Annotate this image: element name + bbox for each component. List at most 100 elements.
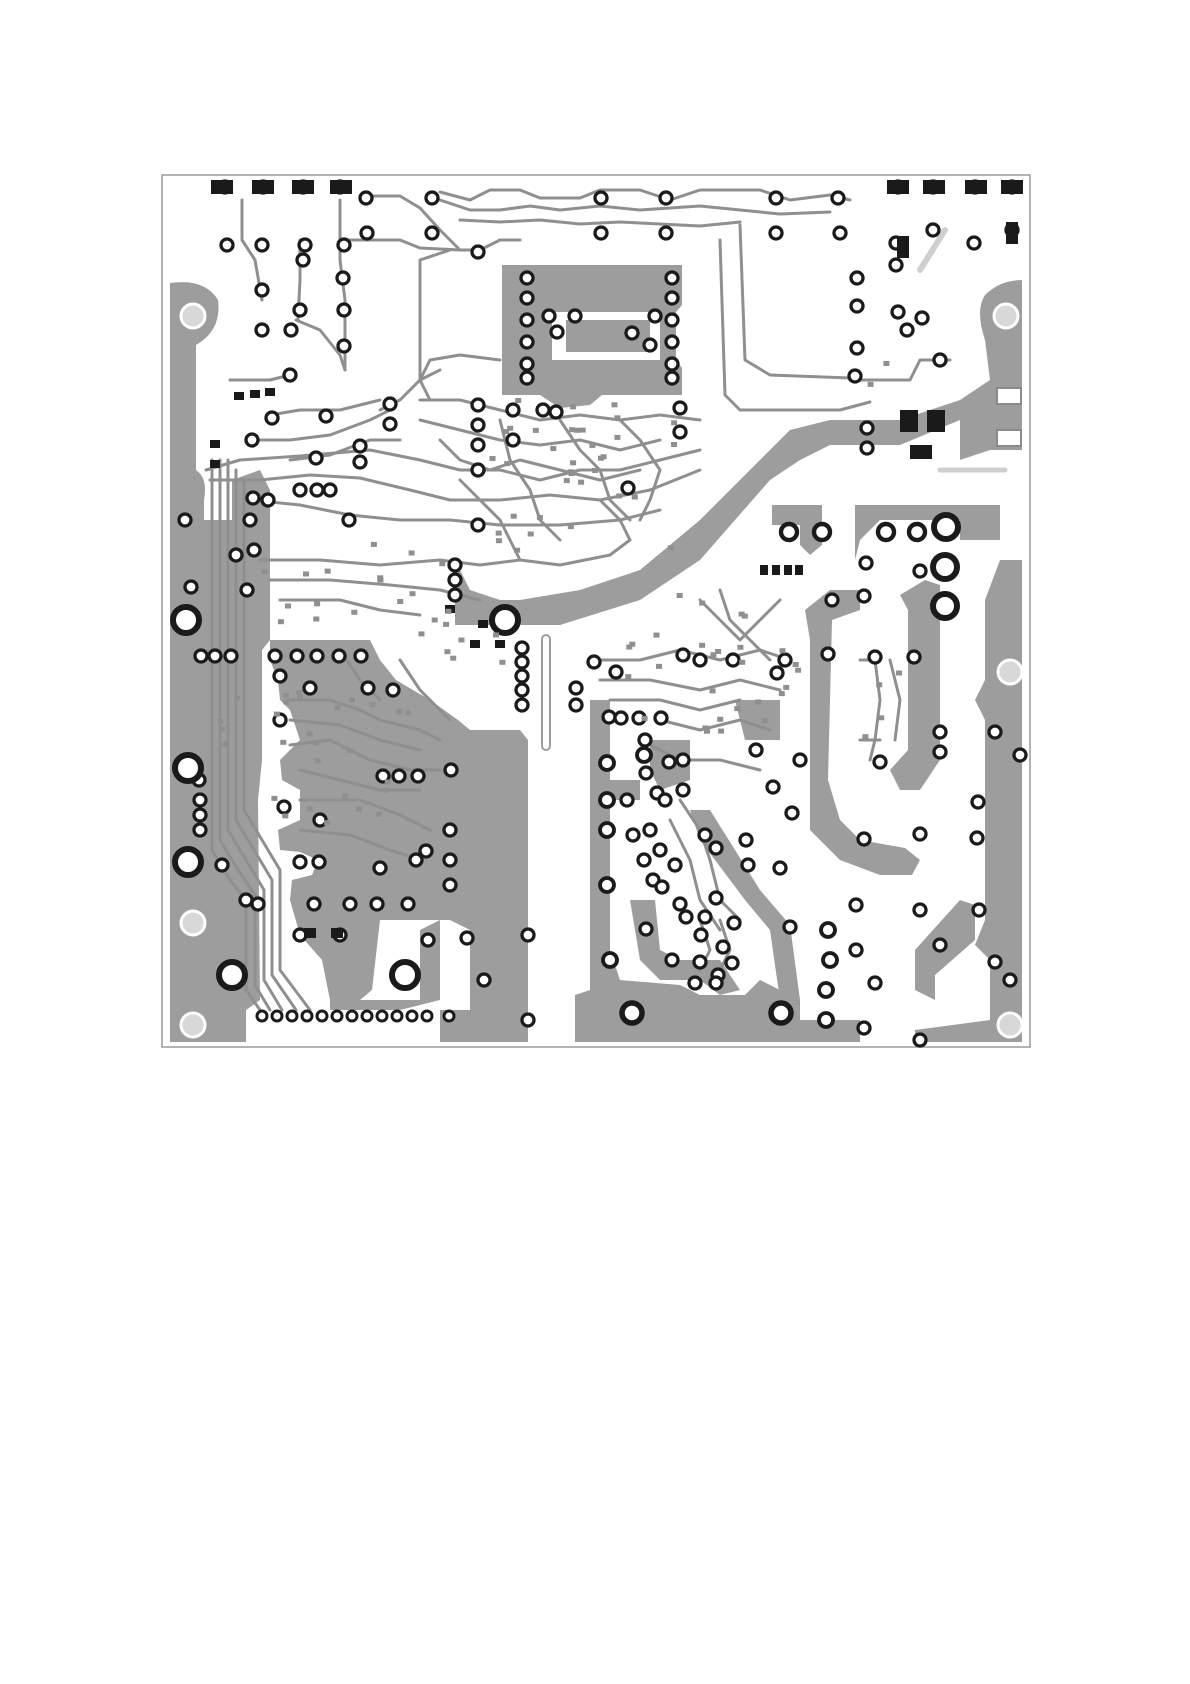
through-hole-pad (968, 237, 980, 249)
through-hole-pad (627, 829, 639, 841)
through-hole-pad (266, 412, 278, 424)
through-hole-pad (771, 1003, 791, 1023)
through-hole-pad (717, 941, 729, 953)
smd-component (432, 618, 438, 623)
electrolytic-pad (492, 607, 518, 633)
smd-component (347, 748, 353, 753)
smd-component (445, 609, 451, 614)
through-hole-pad (244, 514, 256, 526)
smd-component (868, 382, 874, 387)
through-hole-pad (294, 484, 306, 496)
through-hole-pad (600, 756, 614, 770)
smd-component (677, 593, 683, 598)
through-hole-pad (521, 336, 533, 348)
through-hole-pad (666, 358, 678, 370)
smd-component (718, 729, 724, 734)
smd-pad (330, 180, 352, 194)
smd-component (570, 460, 576, 465)
through-hole-pad (297, 254, 309, 266)
through-hole-pad (449, 559, 461, 571)
smd-component (307, 731, 313, 736)
through-hole-pad (449, 589, 461, 601)
through-hole-pad (257, 1011, 267, 1021)
through-hole-pad (973, 904, 985, 916)
smd-component (409, 551, 415, 556)
smd-component (783, 685, 789, 690)
smd-component (496, 538, 502, 543)
smd-component (734, 706, 740, 711)
through-hole-pad (750, 744, 762, 756)
smd-component (515, 398, 521, 403)
through-hole-pad (851, 342, 863, 354)
through-hole-pad (320, 410, 332, 422)
through-hole-pad (412, 770, 424, 782)
through-hole-pad (660, 192, 672, 204)
through-hole-pad (248, 544, 260, 556)
through-hole-pad (934, 726, 946, 738)
through-hole-pad (355, 650, 367, 662)
smd-component (261, 569, 267, 574)
smd-pad (887, 180, 909, 194)
smd-component (710, 688, 716, 693)
through-hole-pad (656, 881, 668, 893)
smd-component (632, 495, 638, 500)
through-hole-pad (516, 642, 528, 654)
through-hole-pad (371, 898, 383, 910)
through-hole-pad (354, 440, 366, 452)
through-hole-pad (402, 898, 414, 910)
smd-pad (910, 445, 932, 459)
smd-component (335, 705, 341, 710)
through-hole-pad (878, 524, 894, 540)
through-hole-pad (914, 565, 926, 577)
through-hole-pad (710, 842, 722, 854)
smd-component (496, 531, 502, 536)
through-hole-pad (521, 272, 533, 284)
smd-component (654, 633, 660, 638)
through-hole-pad (834, 227, 846, 239)
smd-component (234, 696, 240, 701)
mounting-hole (181, 304, 205, 328)
through-hole-pad (444, 854, 456, 866)
smd-component (625, 674, 631, 679)
smd-component (699, 643, 705, 648)
through-hole-pad (1014, 749, 1026, 761)
smd-component (737, 645, 743, 650)
through-hole-pad (256, 324, 268, 336)
through-hole-pad (392, 1011, 402, 1021)
through-hole-pad (240, 894, 252, 906)
smd-component (592, 468, 598, 473)
through-hole-pad (786, 807, 798, 819)
through-hole-pad (666, 272, 678, 284)
through-hole-pad (972, 796, 984, 808)
through-hole-pad (444, 879, 456, 891)
through-hole-pad (784, 921, 796, 933)
smd-component (410, 591, 416, 596)
through-hole-pad (362, 682, 374, 694)
through-hole-pad (362, 1011, 372, 1021)
through-hole-pad (677, 754, 689, 766)
through-hole-pad (603, 953, 617, 967)
smd-component (878, 715, 884, 720)
through-hole-pad (311, 650, 323, 662)
through-hole-pad (209, 650, 221, 662)
through-hole-pad (622, 1003, 642, 1023)
smd-component (443, 622, 449, 627)
through-hole-pad (666, 314, 678, 326)
smd-component (656, 664, 662, 669)
through-hole-pad (914, 1034, 926, 1046)
through-hole-pad (347, 1011, 357, 1021)
through-hole-pad (195, 650, 207, 662)
through-hole-pad (521, 358, 533, 370)
electrolytic-pad (219, 962, 245, 988)
smd-component (514, 548, 520, 553)
through-hole-pad (699, 829, 711, 841)
smd-component (397, 709, 403, 714)
smd-pad (495, 640, 505, 648)
smd-component (342, 793, 348, 798)
smd-component (511, 514, 517, 519)
through-hole-pad (522, 929, 534, 941)
through-hole-pad (728, 917, 740, 929)
through-hole-pad (291, 650, 303, 662)
smd-component (574, 428, 580, 433)
